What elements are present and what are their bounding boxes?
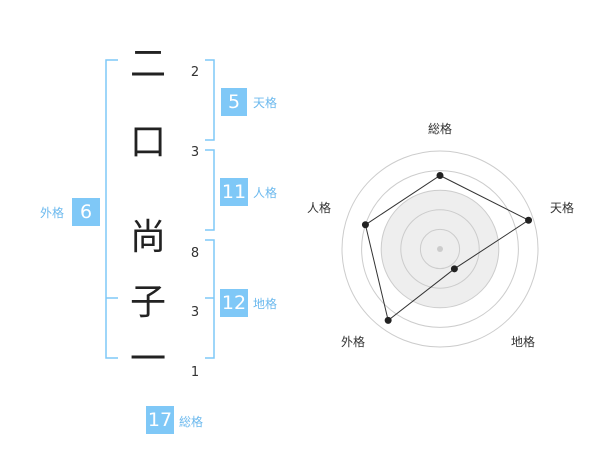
name-char-1: 二: [129, 44, 166, 85]
radar-point-4: [384, 316, 392, 324]
radar-series-polygon: [364, 174, 530, 322]
radar-ring-3: [380, 189, 500, 309]
radar-point-5: [361, 221, 369, 229]
jinkaku-label: 人格: [253, 186, 278, 200]
radar-point-2: [525, 216, 533, 224]
jinkaku-bracket: [205, 149, 215, 231]
gaikaku-value: 6: [72, 198, 100, 226]
stroke-count-4: 3: [190, 305, 200, 320]
radar-ring-5: [341, 150, 539, 348]
name-char-4: 子: [129, 282, 166, 323]
radar-label-soukaku: 総格: [428, 122, 453, 136]
radar-ring-2: [400, 209, 480, 289]
jinkaku-value: 11: [220, 178, 248, 206]
chikaku-value: 12: [220, 289, 248, 317]
radar-point-3: [450, 265, 458, 273]
tenkaku-label: 天格: [253, 96, 278, 110]
tenkaku-value: 5: [221, 88, 247, 116]
soukaku-label: 総格: [179, 415, 204, 429]
name-char-3: 尚: [129, 217, 166, 258]
tenkaku-bracket: [205, 59, 215, 141]
stroke-count-1: 2: [190, 65, 200, 80]
radar-label-gaikaku: 外格: [341, 335, 366, 349]
radar-label-chikaku: 地格: [511, 335, 536, 349]
radar-point-1: [436, 172, 444, 179]
stroke-count-3: 8: [190, 246, 200, 261]
radar-ring-4: [361, 170, 519, 328]
radar-ring-1: [419, 228, 461, 270]
soukaku-value: 17: [146, 406, 174, 434]
stroke-count-5: 1: [190, 365, 200, 380]
name-char-2: 口: [129, 122, 166, 163]
radar-label-tenkaku: 天格: [550, 201, 575, 215]
stroke-count-2: 3: [190, 145, 200, 160]
gaikaku-label: 外格: [40, 206, 65, 220]
name-char-5: 一: [129, 339, 166, 380]
gaikaku-bracket: [105, 59, 118, 359]
chikaku-bracket: [205, 239, 215, 359]
radar-center-dot: [437, 246, 443, 252]
radar-label-jinkaku: 人格: [307, 201, 332, 215]
chikaku-label: 地格: [253, 297, 278, 311]
